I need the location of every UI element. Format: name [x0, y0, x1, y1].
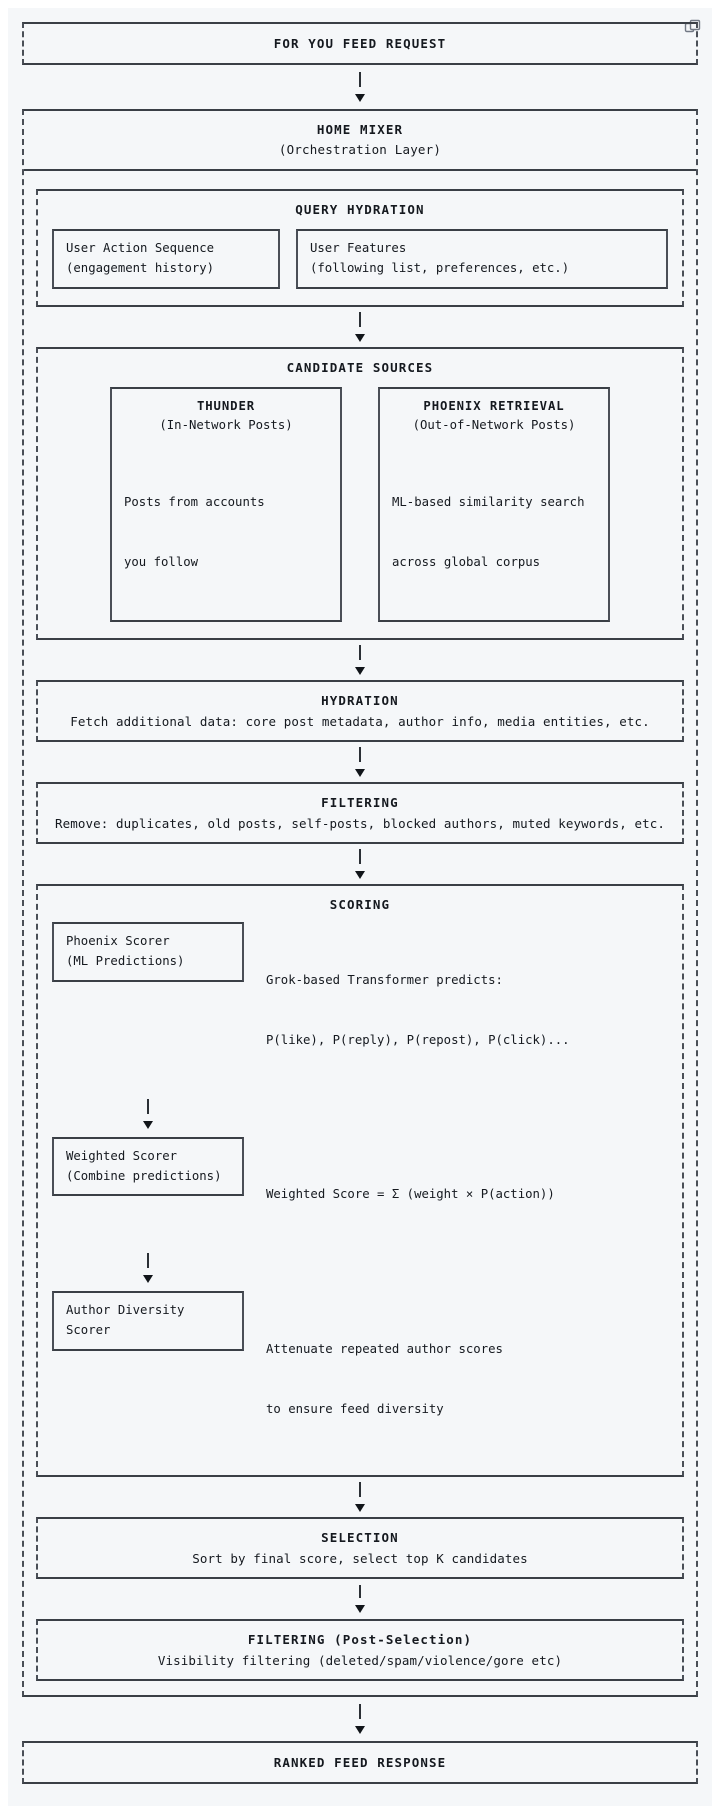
scoring-step-phoenix-scorer: Phoenix Scorer (ML Predictions) Grok-bas… [52, 922, 668, 1090]
home-mixer-header: HOME MIXER (Orchestration Layer) [24, 111, 696, 171]
arrow-line [359, 1482, 361, 1498]
phoenix-scorer-note: Grok-based Transformer predicts: P(like)… [266, 922, 570, 1090]
arrow-head-icon [355, 769, 365, 778]
arrow-head-icon [355, 1504, 365, 1513]
arrow-scoring-to-selection [36, 1477, 684, 1517]
user-action-sequence-line2: (engagement history) [66, 260, 215, 275]
node-phoenix-scorer: Phoenix Scorer (ML Predictions) [52, 922, 244, 983]
home-mixer-title: HOME MIXER [316, 122, 404, 137]
arrow-weighted-to-author-diversity [52, 1245, 244, 1291]
entry-title: FOR YOU FEED REQUEST [273, 36, 447, 51]
arrow-head-icon [355, 871, 365, 880]
arrow-filtering-to-scoring [36, 844, 684, 884]
arrow-line [359, 311, 361, 327]
thunder-kind: (In-Network Posts) [159, 418, 293, 433]
node-ranked-feed-response: RANKED FEED RESPONSE [22, 1741, 698, 1785]
arrow-head-icon [355, 1726, 365, 1735]
phoenix-scorer-note-line2: P(like), P(reply), P(repost), P(click)..… [266, 1032, 570, 1047]
author-diversity-scorer-line2: Scorer [66, 1323, 111, 1338]
home-mixer-subtitle: (Orchestration Layer) [278, 142, 442, 157]
filtering-subtitle: Remove: duplicates, old posts, self-post… [54, 816, 666, 832]
scoring-step-weighted-scorer: Weighted Scorer (Combine predictions) We… [52, 1136, 668, 1246]
node-user-features: User Features (following list, preferenc… [296, 229, 668, 289]
node-selection: SELECTION Sort by final score, select to… [36, 1517, 684, 1580]
phoenix-retrieval-kind: (Out-of-Network Posts) [412, 418, 576, 433]
scoring-body: Phoenix Scorer (ML Predictions) Grok-bas… [38, 912, 682, 1475]
selection-subtitle: Sort by final score, select top K candid… [192, 1551, 528, 1567]
phoenix-retrieval-name: PHOENIX RETRIEVAL [423, 398, 565, 413]
candidate-sources-title: CANDIDATE SOURCES [286, 359, 434, 375]
arrow-line [359, 747, 361, 763]
arrow-head-icon [355, 667, 365, 676]
thunder-name: THUNDER [196, 398, 256, 413]
home-mixer-body: QUERY HYDRATION User Action Sequence (en… [24, 171, 696, 1695]
phoenix-scorer-line1: Phoenix Scorer [66, 934, 170, 949]
phoenix-scorer-line2: (ML Predictions) [66, 954, 185, 969]
arrow-line [359, 849, 361, 865]
diagram-panel: FOR YOU FEED REQUEST HOME MIXER (Orchest… [8, 8, 712, 1807]
node-weighted-scorer: Weighted Scorer (Combine predictions) [52, 1136, 244, 1197]
arrow-hydration-to-filtering [36, 742, 684, 782]
author-diversity-scorer-note-line1: Attenuate repeated author scores [266, 1342, 503, 1356]
user-features-line1: User Features [310, 241, 407, 255]
weighted-scorer-line1: Weighted Scorer [66, 1148, 178, 1163]
author-diversity-scorer-note-line2: to ensure feed diversity [266, 1401, 444, 1416]
hydration-subtitle: Fetch additional data: core post metadat… [70, 714, 650, 730]
arrow-line [359, 1704, 361, 1720]
scoring-step-author-diversity-scorer: Author Diversity Scorer Attenuate repeat… [52, 1291, 668, 1459]
post-filtering-subtitle: Visibility filtering (deleted/spam/viole… [157, 1653, 563, 1669]
weighted-scorer-note-line1: Weighted Score = Σ (weight × P(action)) [266, 1187, 555, 1202]
node-home-mixer: HOME MIXER (Orchestration Layer) QUERY H… [22, 109, 698, 1698]
author-diversity-scorer-line1: Author Diversity [66, 1303, 185, 1318]
arrow-entry-to-mixer [22, 65, 698, 109]
thunder-desc-line1: Posts from accounts [124, 494, 265, 509]
arrow-candidate-sources-to-hydration [36, 640, 684, 680]
arrow-line [359, 72, 361, 87]
query-hydration-body: User Action Sequence (engagement history… [38, 217, 682, 305]
author-diversity-scorer-note: Attenuate repeated author scores to ensu… [266, 1291, 503, 1459]
selection-title: SELECTION [321, 1530, 399, 1546]
scoring-title: SCORING [329, 897, 391, 913]
arrow-line [147, 1098, 149, 1114]
arrow-query-hydration-to-candidate-sources [36, 307, 684, 347]
query-hydration-title: QUERY HYDRATION [295, 202, 425, 217]
arrow-head-icon [143, 1275, 153, 1284]
post-filtering-title: FILTERING (Post-Selection) [247, 1632, 473, 1648]
thunder-desc-line2: you follow [124, 554, 199, 569]
node-for-you-feed-request: FOR YOU FEED REQUEST [22, 22, 698, 65]
node-query-hydration: QUERY HYDRATION User Action Sequence (en… [36, 189, 684, 307]
node-post-selection-filtering: FILTERING (Post-Selection) Visibility fi… [36, 1619, 684, 1682]
node-user-action-sequence: User Action Sequence (engagement history… [52, 229, 280, 289]
phoenix-retrieval-desc-line2: across global corpus [392, 554, 541, 569]
user-action-sequence-line1: User Action Sequence [66, 241, 215, 255]
node-candidate-sources: CANDIDATE SOURCES THUNDER (In-Network Po… [36, 346, 684, 641]
node-hydration: HYDRATION Fetch additional data: core po… [36, 680, 684, 743]
filtering-title: FILTERING [321, 795, 399, 811]
arrow-line [359, 1585, 361, 1599]
arrow-phoenix-to-weighted [52, 1091, 244, 1137]
weighted-scorer-line2: (Combine predictions) [66, 1168, 222, 1183]
user-features-line2: (following list, preferences, etc.) [310, 260, 570, 275]
diagram-page: FOR YOU FEED REQUEST HOME MIXER (Orchest… [0, 8, 720, 1807]
arrow-line [147, 1253, 149, 1269]
arrow-selection-to-post-filtering [36, 1579, 684, 1619]
arrow-head-icon [355, 333, 365, 342]
node-phoenix-retrieval: PHOENIX RETRIEVAL (Out-of-Network Posts)… [378, 386, 610, 623]
arrow-mixer-to-exit [22, 1697, 698, 1741]
arrow-head-icon [355, 94, 365, 102]
candidate-sources-body: THUNDER (In-Network Posts) Posts from ac… [38, 375, 682, 639]
hydration-title: HYDRATION [321, 693, 399, 709]
weighted-scorer-note: Weighted Score = Σ (weight × P(action)) [266, 1137, 555, 1246]
arrow-line [359, 645, 361, 661]
arrow-head-icon [355, 1605, 365, 1614]
phoenix-scorer-note-line1: Grok-based Transformer predicts: [266, 973, 503, 988]
arrow-head-icon [143, 1120, 153, 1129]
phoenix-retrieval-desc-line1: ML-based similarity search [392, 494, 585, 509]
node-thunder: THUNDER (In-Network Posts) Posts from ac… [110, 386, 342, 623]
node-scoring: SCORING Phoenix Scorer (ML Predictions) … [36, 884, 684, 1478]
node-filtering: FILTERING Remove: duplicates, old posts,… [36, 782, 684, 845]
node-author-diversity-scorer: Author Diversity Scorer [52, 1291, 244, 1351]
exit-title: RANKED FEED RESPONSE [273, 1755, 447, 1771]
